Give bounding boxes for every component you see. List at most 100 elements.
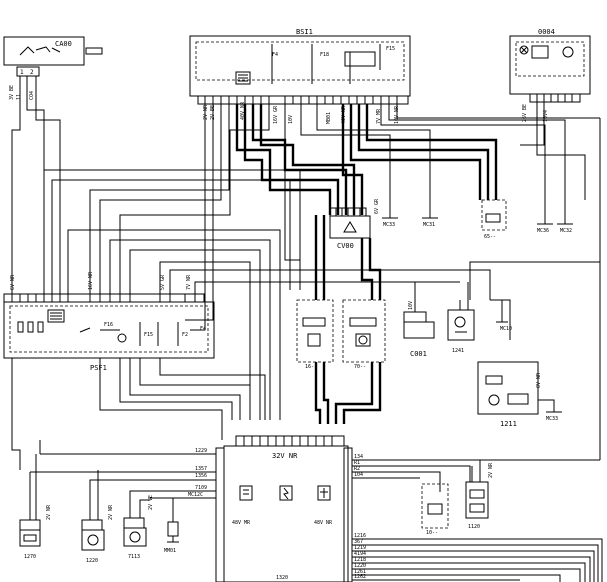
- c1270-component: 1270 2V NR: [19, 440, 52, 560]
- wire-number: 104: [354, 472, 363, 478]
- c1320-connector-top: 32V NR: [272, 452, 298, 460]
- wire-number: 4194: [354, 551, 366, 557]
- wire-number: 7109: [195, 485, 207, 491]
- ecu-right-wires: 134 R1 R2 104 1216 367 1219 4194 1218 12…: [352, 262, 603, 582]
- psf1-wire-b: 16V NR: [88, 271, 94, 290]
- c1320-connector-right: 48V NR: [314, 520, 333, 526]
- cg16-component: 16--: [296, 299, 334, 370]
- bsi1-fuse-f18: F18: [320, 52, 329, 58]
- ground-label: MC36: [537, 228, 549, 234]
- wire-number: 1357: [195, 466, 207, 472]
- wire-number: 367: [354, 539, 363, 545]
- cg10-component: 10--: [421, 483, 449, 536]
- ground-mc33-right: MC33: [538, 399, 562, 422]
- c1120-wire: 2V NR: [488, 462, 494, 478]
- bsi1-code: BSI1: [296, 28, 313, 36]
- wire-number: 1220: [354, 563, 366, 569]
- psf1-fuse-f15: F15: [144, 332, 153, 338]
- bsi1-wire-a: 2V NR: [203, 104, 209, 120]
- bsi1-fuse-f15: F15: [386, 46, 395, 52]
- psf1-wire-a: 6V NR: [10, 274, 16, 290]
- c0004-wire-b: 10V4: [543, 110, 549, 122]
- ca00-wire-b: 11: [16, 94, 22, 100]
- c1220-wire: 2V NR: [108, 504, 114, 520]
- c1320-code: 1320: [276, 575, 288, 581]
- wire-number: 1262: [354, 574, 366, 580]
- psf1-code: PSF1: [90, 364, 107, 372]
- ground-mc32: MC32: [557, 200, 573, 234]
- c1120-code: 1120: [468, 524, 480, 530]
- ground-label: MC32: [560, 228, 572, 234]
- wire-number: R2: [354, 466, 360, 472]
- wire-number: 134: [354, 454, 363, 460]
- c1320-connector-left: 48V MR: [232, 520, 251, 526]
- cg10-code: 10--: [426, 530, 438, 536]
- c1270-wire: 2V NR: [46, 504, 52, 520]
- cg70-component: 70--: [342, 299, 386, 370]
- c0004-wire-a: 26V BE: [522, 104, 528, 122]
- cg16-code: 16--: [305, 364, 317, 370]
- ground-mc31: MC31: [422, 200, 438, 228]
- c1220-component: 1220 2V NR: [81, 470, 114, 564]
- wire-number: 1218: [354, 557, 366, 563]
- ground-mc33-top: MC33: [382, 200, 398, 228]
- bsi1-wire-e: 10V: [288, 115, 294, 124]
- ca00-pin-1: 1: [20, 69, 24, 76]
- wire-number: R1: [354, 460, 360, 466]
- ca00-pin-2: 2: [30, 69, 34, 76]
- c1211-wire: 8V NR: [536, 372, 542, 388]
- bsi1-fuse-f4: F4: [272, 52, 278, 58]
- c1211-code: 1211: [500, 420, 517, 428]
- ca00-component: CA00 1 2 3V BE 11 CO4: [3, 36, 103, 100]
- bsi1-wire-h: 7V MR: [376, 108, 382, 124]
- cv00-wire: 6V GR: [374, 198, 380, 214]
- bsi1-wire-d: 16V GR: [273, 105, 279, 124]
- wire-number: 1356: [195, 473, 207, 479]
- wire-number: 1229: [195, 448, 207, 454]
- c7113-component: 7113 2V VE: [123, 490, 154, 560]
- ca00-code: CA00: [55, 40, 72, 48]
- c0004-component: 0004 26V BE 10V4: [509, 28, 591, 122]
- wire-number: 1219: [354, 545, 366, 551]
- c001-wire: 10V: [408, 301, 414, 310]
- ground-mc36: MC36: [537, 200, 553, 234]
- mm01-component: MM01: [164, 498, 179, 554]
- bsi1-wire-f: MB01: [326, 112, 332, 124]
- wire-number: 1261: [354, 569, 366, 575]
- cv00-component: CV00 6V GR: [329, 198, 380, 250]
- c0004-code: 0004: [538, 28, 555, 36]
- wire-number: MC12C: [188, 492, 203, 498]
- c001-code: C001: [410, 350, 427, 358]
- c1241-component: 1241: [447, 309, 475, 354]
- bsi1-component: BSI1 F4 F18 F15 2V NR 2V BE 40V NR 16V G…: [189, 28, 411, 124]
- psf1-wire-d: 7V NR: [186, 274, 192, 290]
- ground-label: MC33: [383, 222, 395, 228]
- ground-label: MC33: [546, 416, 558, 422]
- ground-mc10: MC10: [496, 300, 512, 332]
- bsi1-wire-c: 40V NR: [240, 101, 246, 120]
- wire-number: 1216: [354, 533, 366, 539]
- c7113-code: 7113: [128, 554, 140, 560]
- psf1-component: F16 F15 F2 F4 PSF1 6V NR 16V NR 5V GR 7V…: [3, 271, 215, 372]
- psf1-fuse-f2: F2: [182, 332, 188, 338]
- c7113-wire: 2V VE: [148, 495, 154, 510]
- psf1-fuse-f16: F16: [104, 322, 113, 328]
- cv00-code: CV00: [337, 242, 354, 250]
- mm01-code: MM01: [164, 548, 176, 554]
- c1241-code: 1241: [452, 348, 464, 354]
- cg70-code: 70--: [354, 364, 366, 370]
- ground-label: MC10: [500, 326, 512, 332]
- cg65-code: 65--: [484, 234, 496, 240]
- psf1-fuse-f4: F4: [200, 326, 206, 332]
- c1320-component: 32V NR 48V MR 48V NR 1320: [215, 362, 382, 582]
- c1270-code: 1270: [24, 554, 36, 560]
- ground-label: MC31: [423, 222, 435, 228]
- ca00-wire-a: 3V BE: [9, 85, 15, 100]
- ca00-wire-c: CO4: [29, 91, 35, 100]
- psf1-wire-c: 5V GR: [160, 274, 166, 290]
- c1120-component: 1120 2V NR: [465, 460, 494, 530]
- c001-component: C001 10V: [403, 301, 435, 358]
- c1220-code: 1220: [86, 558, 98, 564]
- c1211-component: 1211 8V NR: [477, 361, 542, 428]
